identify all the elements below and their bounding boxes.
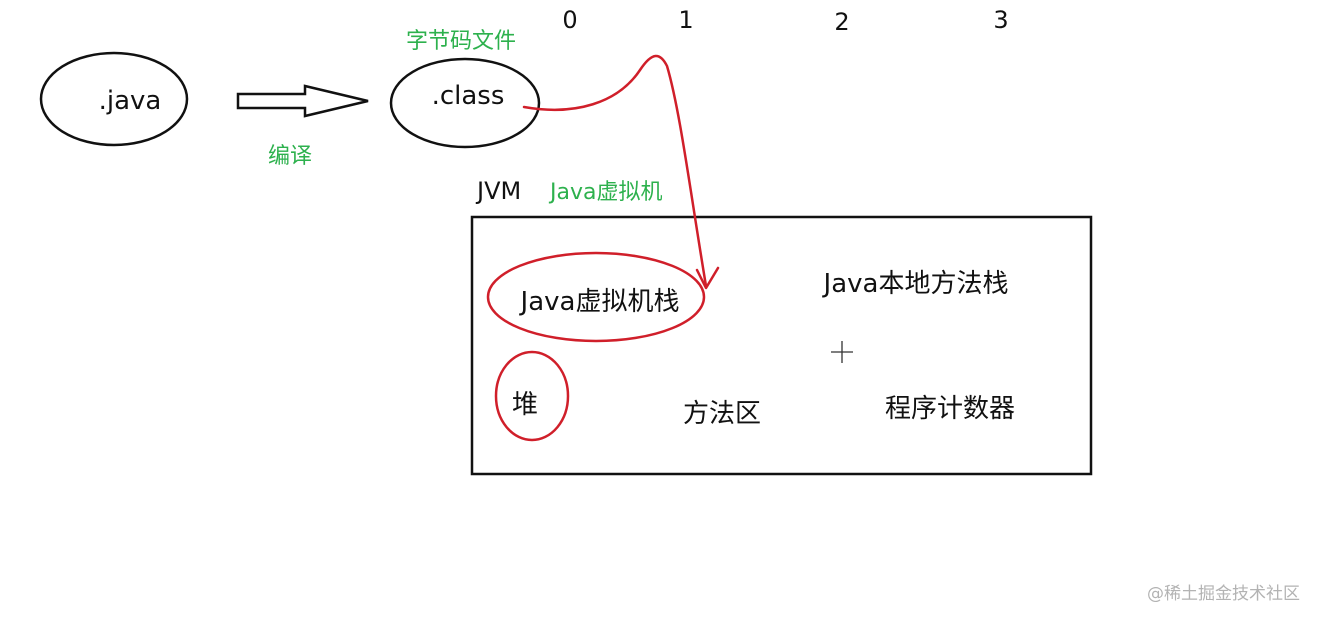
cursor-crosshair-icon — [831, 341, 853, 363]
index-label-0: 0 — [562, 6, 577, 34]
class-file-label: .class — [432, 81, 505, 111]
watermark: @稀土掘金技术社区 — [1147, 584, 1300, 604]
compile-arrow — [236, 84, 369, 118]
method-area-label: 方法区 — [683, 399, 761, 429]
bytecode-label: 字节码文件 — [406, 29, 516, 54]
jvm-stack-label: Java虚拟机栈 — [519, 287, 680, 317]
java-source-label: .java — [99, 86, 162, 116]
jvm-stack-highlight — [486, 251, 706, 343]
java-source-ellipse — [39, 51, 189, 147]
jvm-subtitle: Java虚拟机 — [548, 180, 662, 205]
compile-label: 编译 — [268, 144, 312, 169]
jvm-title: JVM — [475, 177, 521, 205]
index-label-1: 1 — [678, 6, 693, 34]
load-arrow-head — [695, 266, 720, 290]
jvm-box — [470, 215, 1093, 476]
heap-label: 堆 — [512, 390, 538, 420]
heap-highlight — [494, 350, 570, 442]
load-arrow — [522, 54, 708, 288]
native-method-stack-label: Java本地方法栈 — [822, 269, 1009, 299]
index-label-3: 3 — [993, 6, 1008, 34]
program-counter-label: 程序计数器 — [885, 394, 1015, 424]
class-file-ellipse — [389, 57, 541, 149]
index-label-2: 2 — [834, 8, 849, 36]
